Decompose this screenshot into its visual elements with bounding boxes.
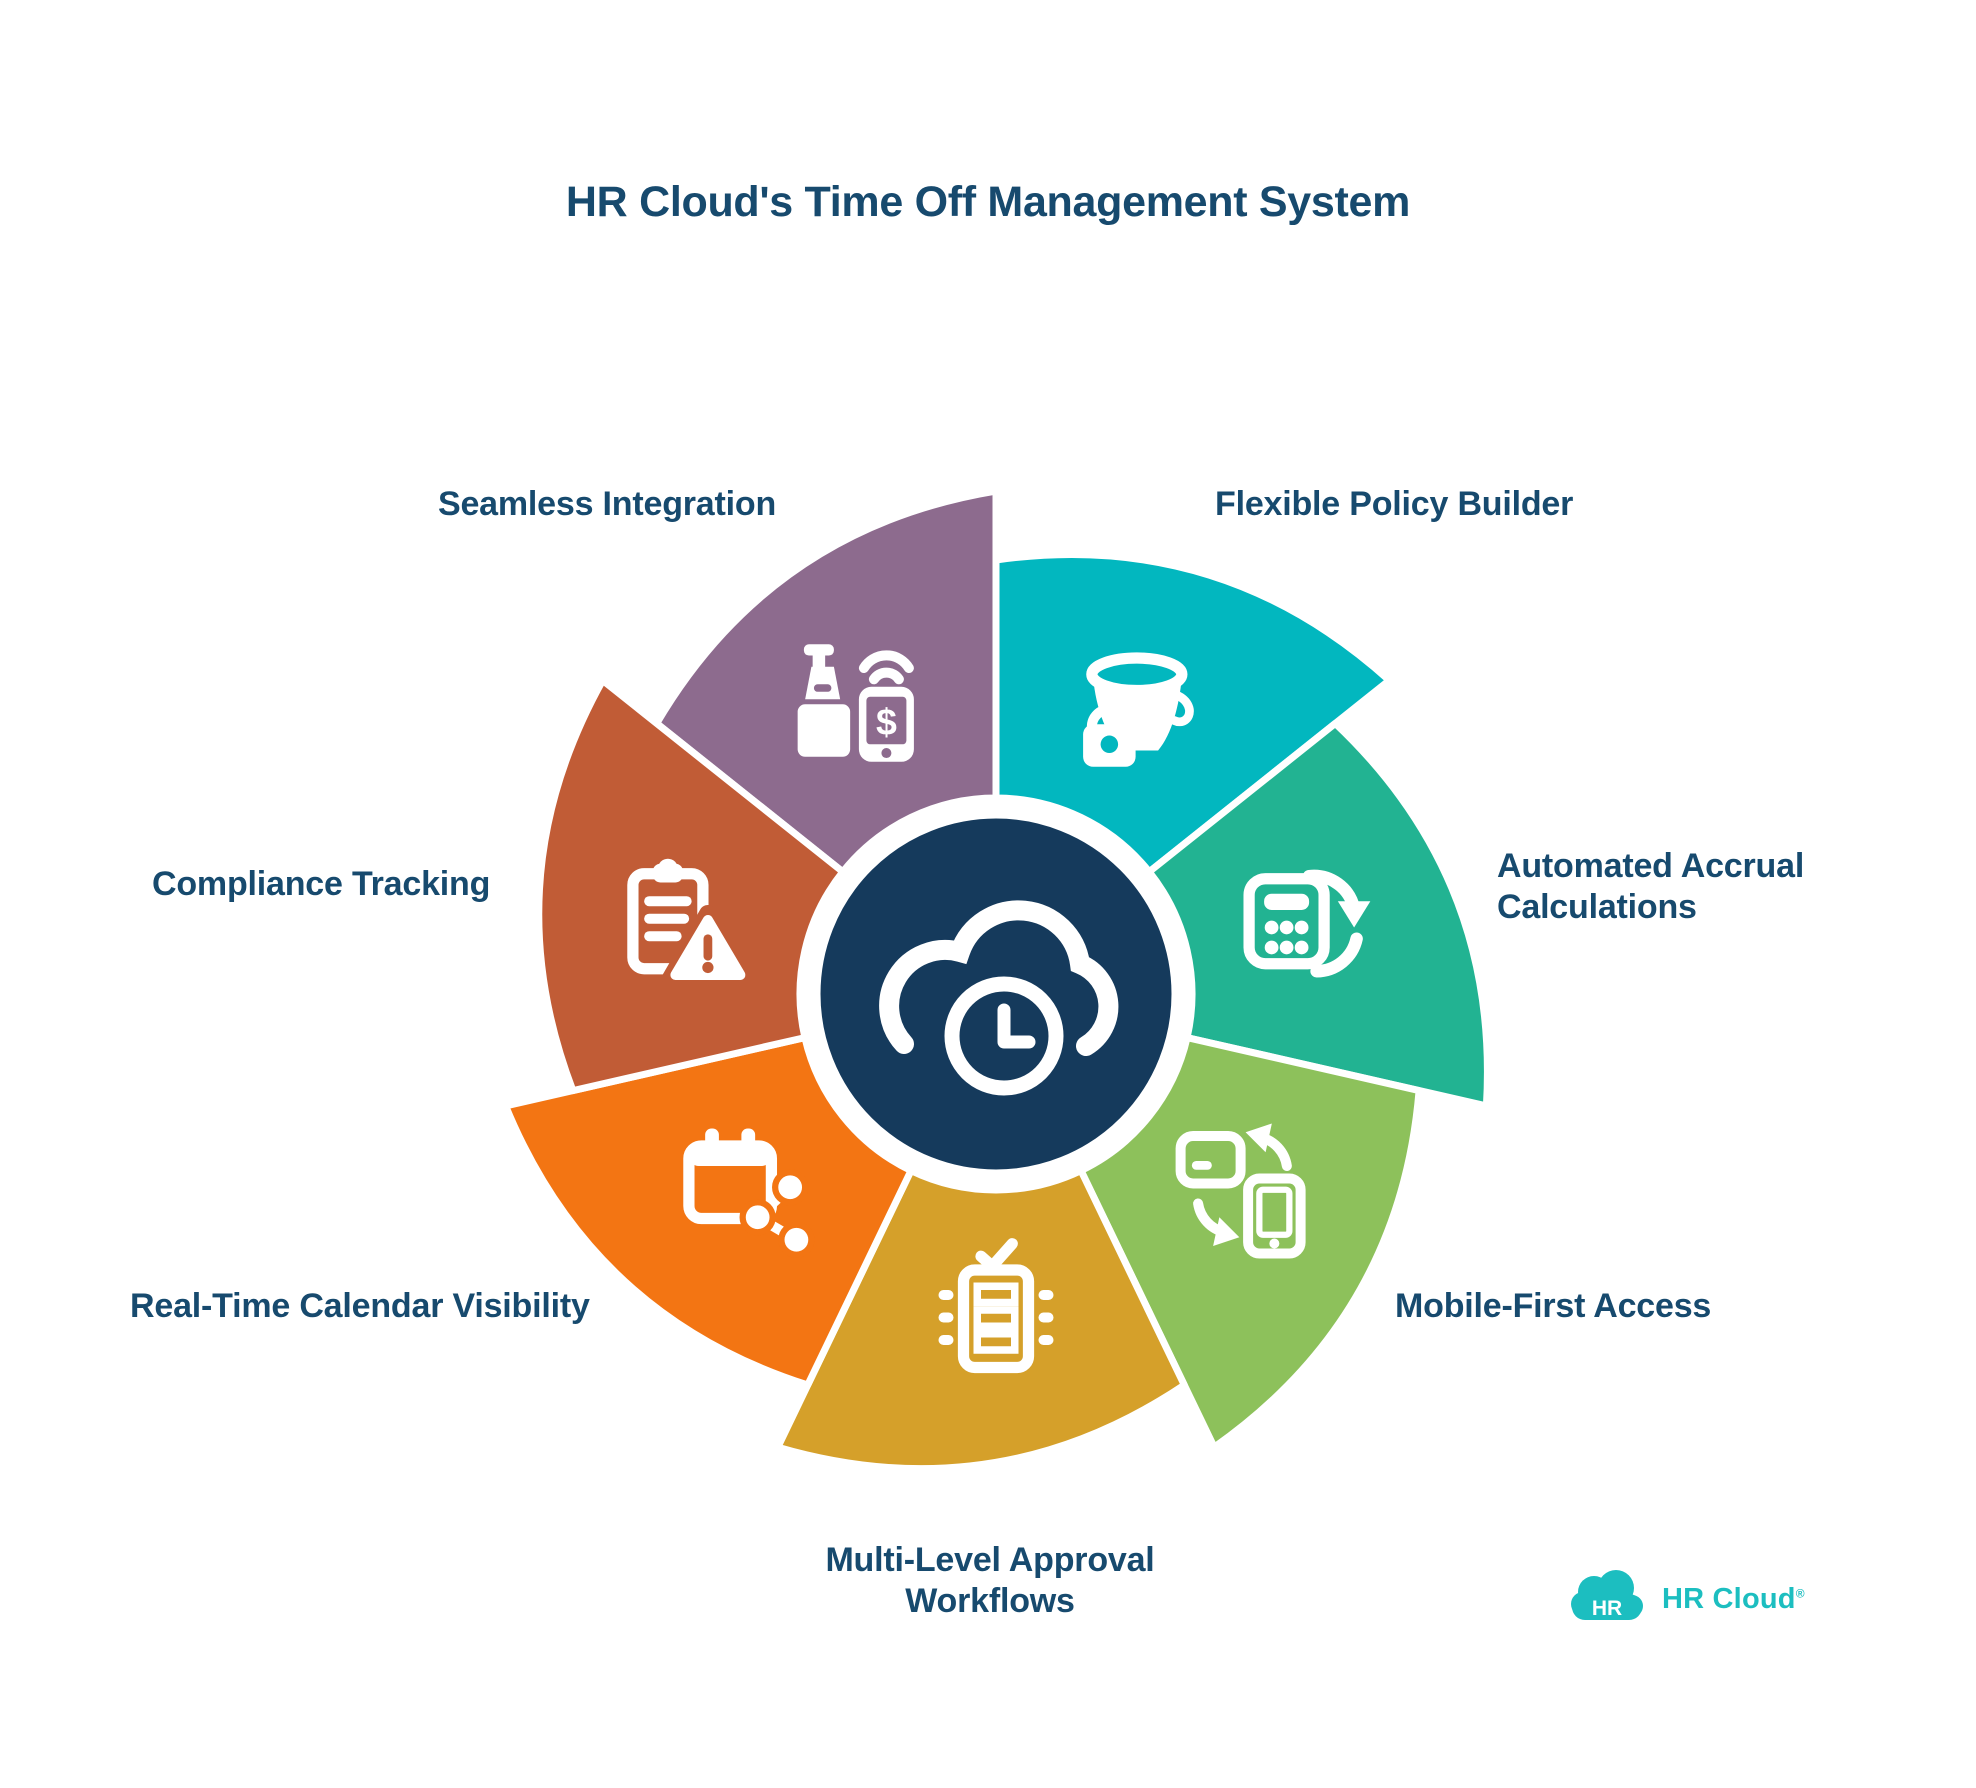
page-title: HR Cloud's Time Off Management System: [565, 178, 1411, 226]
hr-cloud-logo: HR HR Cloud®: [1566, 1566, 1805, 1632]
blade-compliance-tracking: [535, 676, 847, 1095]
logo-registered-mark: ®: [1795, 1585, 1805, 1600]
label-flexible-policy-builder: Flexible Policy Builder: [1215, 485, 1574, 523]
label-seamless-integration: Seamless Integration: [438, 485, 777, 523]
logo-brand-text: HR Cloud®: [1662, 1583, 1805, 1616]
blade-real-time-calendar-visibility: [502, 1034, 915, 1389]
center-hub: [811, 809, 1181, 1179]
blade-automated-accrual-calculations: [1145, 719, 1491, 1110]
blade-multi-level-approval-workflows: [774, 1167, 1188, 1473]
label-multi-level-approval-workflows: Multi-Level Approval Workflows: [825, 1541, 1155, 1621]
label-compliance-tracking: Compliance Tracking: [152, 865, 491, 903]
hr-cloud-logo-cloud-icon: HR: [1571, 1570, 1643, 1620]
logo-brand-name: HR Cloud: [1662, 1582, 1796, 1615]
cloud-clock-icon: [879, 900, 1119, 1096]
logo-badge-text: HR: [1592, 1597, 1622, 1620]
label-mobile-first-access: Mobile-First Access: [1395, 1287, 1712, 1325]
label-automated-accrual-calculations: Automated Accrual Calculations: [1497, 847, 1805, 927]
label-real-time-calendar-visibility: Real-Time Calendar Visibility: [130, 1287, 590, 1325]
